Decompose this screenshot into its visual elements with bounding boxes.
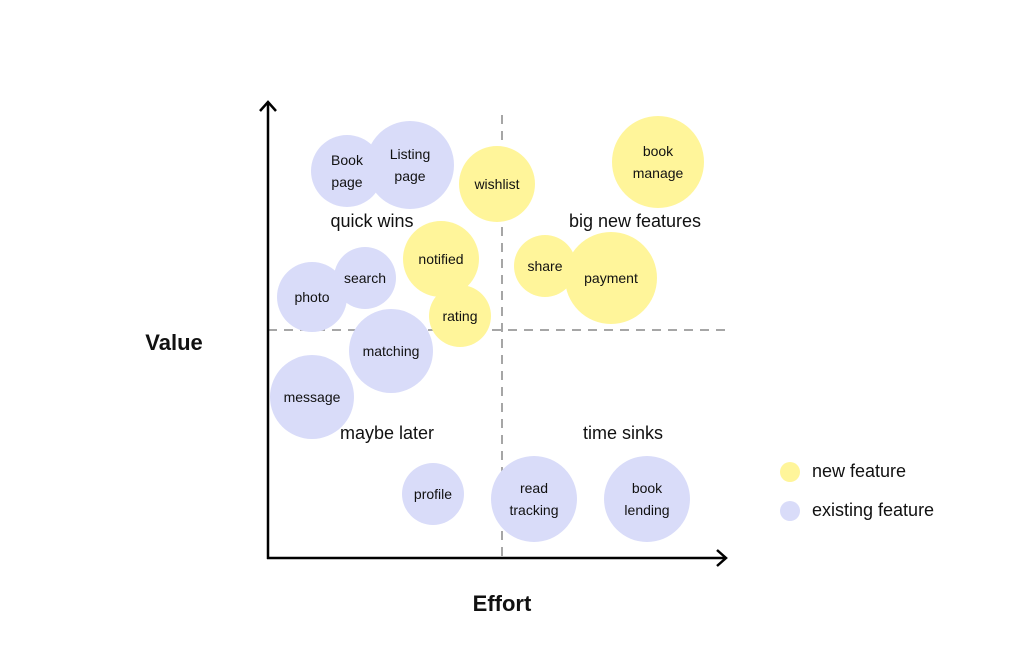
x-axis-arrow-icon [716, 549, 728, 567]
quadrant-label-time-sinks: time sinks [582, 423, 664, 443]
quadrant-label-big-new-features: big new features [568, 211, 702, 231]
feature-bubble: search [334, 247, 396, 309]
feature-bubble: matching [349, 309, 433, 393]
feature-bubble: message [270, 355, 354, 439]
legend-dot-icon [780, 500, 800, 521]
feature-bubble: book manage [612, 116, 704, 208]
x-axis-label: Effort [472, 591, 532, 616]
y-axis-arrow-icon [259, 100, 277, 112]
feature-bubble: profile [402, 463, 464, 525]
feature-bubble: book lending [604, 456, 690, 542]
quadrant-label-maybe-later: maybe later [339, 423, 435, 443]
y-axis-label: Value [145, 330, 203, 355]
feature-bubble: notified [403, 221, 479, 297]
legend-existing-feature: existing feature [780, 500, 934, 521]
feature-bubble: wishlist [459, 146, 535, 222]
quadrant-label-quick-wins: quick wins [330, 211, 414, 231]
feature-bubble: payment [565, 232, 657, 324]
legend-dot-icon [780, 461, 800, 482]
feature-bubble: Listing page [366, 121, 454, 209]
feature-bubble: photo [277, 262, 347, 332]
feature-bubble: rating [429, 285, 491, 347]
legend-label: existing feature [812, 500, 935, 520]
legend-new-feature: new feature [780, 461, 906, 482]
feature-bubble: read tracking [491, 456, 577, 542]
legend-label: new feature [812, 461, 907, 481]
